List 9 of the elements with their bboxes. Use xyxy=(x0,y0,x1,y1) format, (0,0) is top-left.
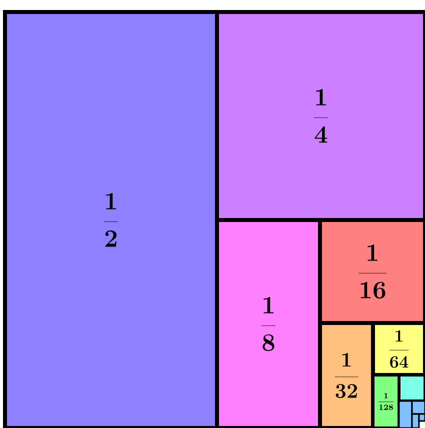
fraction-box: $\frac{1}{128}$ xyxy=(372,374,400,428)
fraction-box: $\frac{1}{8}$ xyxy=(215,218,322,428)
fraction-box: $\frac{1}{4}$ xyxy=(215,10,425,222)
fraction-box: $\frac{1}{64}$ xyxy=(371,321,425,377)
fraction-box: $\frac{1}{32}$ xyxy=(318,321,375,428)
fraction-box: $\frac{1}{16}$ xyxy=(318,218,425,325)
empty-box xyxy=(398,374,425,402)
fraction-box: $\frac{1}{2}$ xyxy=(3,10,219,428)
empty-box xyxy=(418,413,425,422)
